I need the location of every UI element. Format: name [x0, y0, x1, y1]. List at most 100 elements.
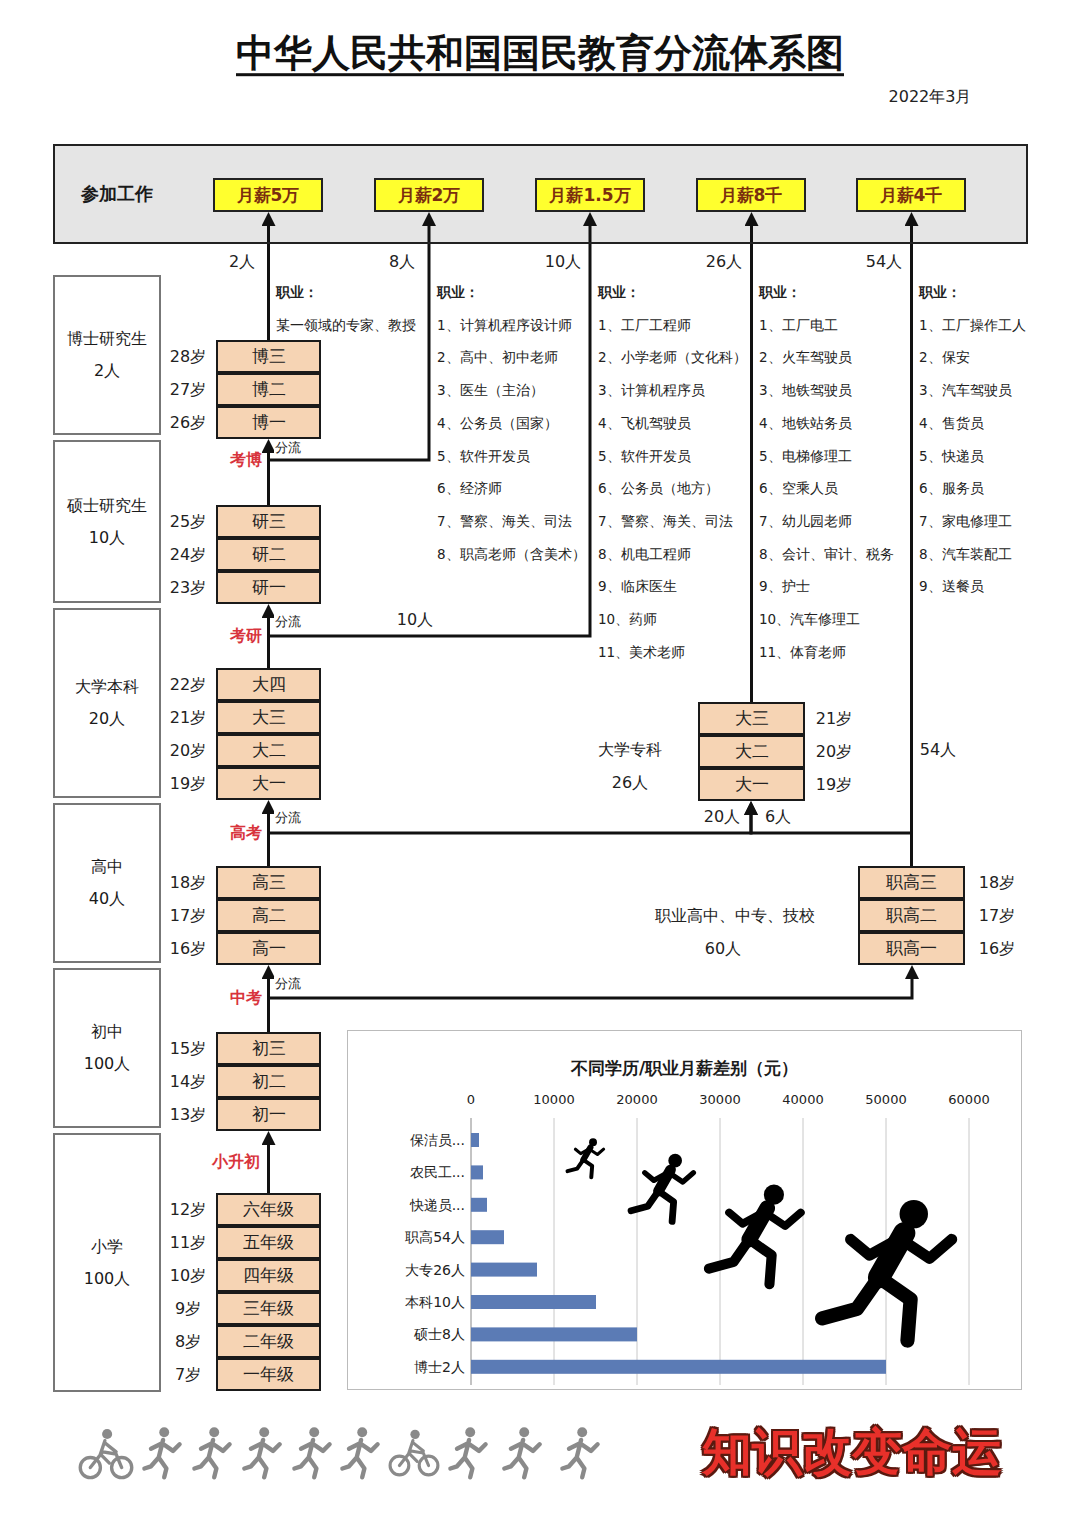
grade-box: 研三	[216, 505, 321, 538]
age-label: 23岁	[170, 578, 206, 597]
job-item: 2、小学老师（文化科）	[598, 349, 747, 365]
job-item: 1、工厂工程师	[598, 317, 691, 333]
job-item: 10、汽车修理工	[759, 611, 860, 627]
grade-box: 大四	[216, 668, 321, 701]
node-text: 职高一	[886, 937, 937, 960]
age-label: 15岁	[170, 1039, 206, 1058]
panel-ground	[53, 144, 1028, 244]
age-label: 11岁	[170, 1233, 206, 1252]
job-item: 4、飞机驾驶员	[598, 415, 691, 431]
job-item: 11、体育老师	[759, 644, 846, 660]
node-text: 一年级	[243, 1363, 294, 1386]
grade-box: 博三	[216, 340, 321, 373]
age-label: 21岁	[170, 708, 206, 727]
age-label: 17岁	[979, 906, 1015, 925]
level-box: 高中 40人	[53, 803, 161, 963]
slogan: 知识改变命运	[702, 1422, 1002, 1482]
grade-box: 大一	[216, 767, 321, 800]
grade-box: 大三	[216, 701, 321, 734]
job-item: 7、家电修理工	[919, 513, 1012, 529]
age-label: 20岁	[170, 741, 206, 760]
job-item: 1、工厂电工	[759, 317, 838, 333]
edge-label: 中考	[230, 988, 262, 1007]
edge-label: 54人	[866, 252, 902, 271]
grade-box: 研一	[216, 571, 321, 604]
age-label: 14岁	[170, 1072, 206, 1091]
category-label: 快递员...	[410, 1196, 465, 1213]
job-item: 11、美术老师	[598, 644, 685, 660]
salary-box: 月薪1.5万	[535, 178, 645, 212]
node-text: 大四	[252, 673, 286, 696]
job-heading: 职业：	[598, 284, 640, 300]
branch-note: 分流	[274, 440, 302, 456]
group-label: 大学专科	[598, 740, 662, 759]
job-item: 8、会计、审计、税务	[759, 546, 894, 562]
grade-box: 四年级	[216, 1259, 321, 1292]
age-label: 12岁	[170, 1200, 206, 1219]
sport-icon	[562, 1427, 597, 1477]
job-item: 4、公务员（国家）	[437, 415, 558, 431]
runner-silhouettes	[568, 1138, 952, 1340]
job-item: 10、药师	[598, 611, 657, 627]
job-item: 3、汽车驾驶员	[919, 382, 1012, 398]
level-box: 初中 100人	[53, 968, 161, 1128]
axis-tick: 0	[467, 1092, 475, 1108]
level-box: 大学本科 20人	[53, 608, 161, 798]
job-item: 3、地铁驾驶员	[759, 382, 852, 398]
grade-box: 大二	[216, 734, 321, 767]
edge-label: 6人	[765, 807, 791, 826]
node-text: 不同学历/职业月薪差别（元）	[571, 1057, 798, 1080]
grade-box: 一年级	[216, 1358, 321, 1391]
chart-gridlines	[471, 1118, 969, 1385]
flow-arrow	[750, 218, 753, 702]
node-text: 博三	[252, 345, 286, 368]
flow-arrow	[269, 971, 913, 1032]
sport-icon	[194, 1427, 229, 1477]
age-label: 27岁	[170, 380, 206, 399]
sport-icon	[80, 1429, 132, 1478]
edge-label: 26人	[706, 252, 742, 271]
job-item: 6、服务员	[919, 480, 984, 496]
job-item: 1、计算机程序设计师	[437, 317, 572, 333]
edge-label: 8人	[389, 252, 415, 271]
job-item: 7、幼儿园老师	[759, 513, 852, 529]
group-label: 职业高中、中专、技校	[655, 906, 815, 925]
level-box: 小学 100人	[53, 1133, 161, 1392]
age-label: 20岁	[816, 742, 852, 761]
age-label: 19岁	[170, 774, 206, 793]
node-text: 博二	[252, 378, 286, 401]
node-text: 硕士研究生 10人	[59, 490, 155, 554]
axis-tick: 40000	[782, 1092, 823, 1108]
age-label: 7岁	[175, 1365, 201, 1384]
age-label: 28岁	[170, 347, 206, 366]
age-label: 16岁	[170, 939, 206, 958]
node-text: 博士研究生 2人	[59, 323, 155, 387]
grade-box: 初三	[216, 1032, 321, 1065]
node-text: 大学本科 20人	[59, 671, 155, 735]
job-heading: 职业：	[276, 284, 318, 300]
flow-arrow	[751, 807, 912, 866]
node-text: 初中 100人	[59, 1016, 155, 1080]
node-text: 五年级	[243, 1231, 294, 1254]
category-label: 农民工...	[410, 1164, 465, 1181]
node-text: 研三	[252, 510, 286, 533]
flow-arrow	[267, 1137, 270, 1193]
sport-icon	[450, 1427, 485, 1477]
grade-box: 职高二	[858, 899, 965, 932]
group-label: 60人	[705, 939, 741, 958]
category-label: 本科10人	[405, 1294, 465, 1311]
job-heading: 职业：	[759, 284, 801, 300]
grade-box: 职高三	[858, 866, 965, 899]
runner	[568, 1138, 604, 1177]
age-label: 24岁	[170, 545, 206, 564]
axis-tick: 10000	[533, 1092, 574, 1108]
job-item: 5、软件开发员	[437, 447, 530, 463]
node-text: 月薪2万	[398, 184, 461, 207]
sport-icon	[504, 1427, 539, 1477]
job-item: 某一领域的专家、教授	[276, 317, 416, 333]
grade-box: 六年级	[216, 1193, 321, 1226]
node-text: 初一	[252, 1103, 286, 1126]
job-item: 9、护士	[759, 578, 810, 594]
